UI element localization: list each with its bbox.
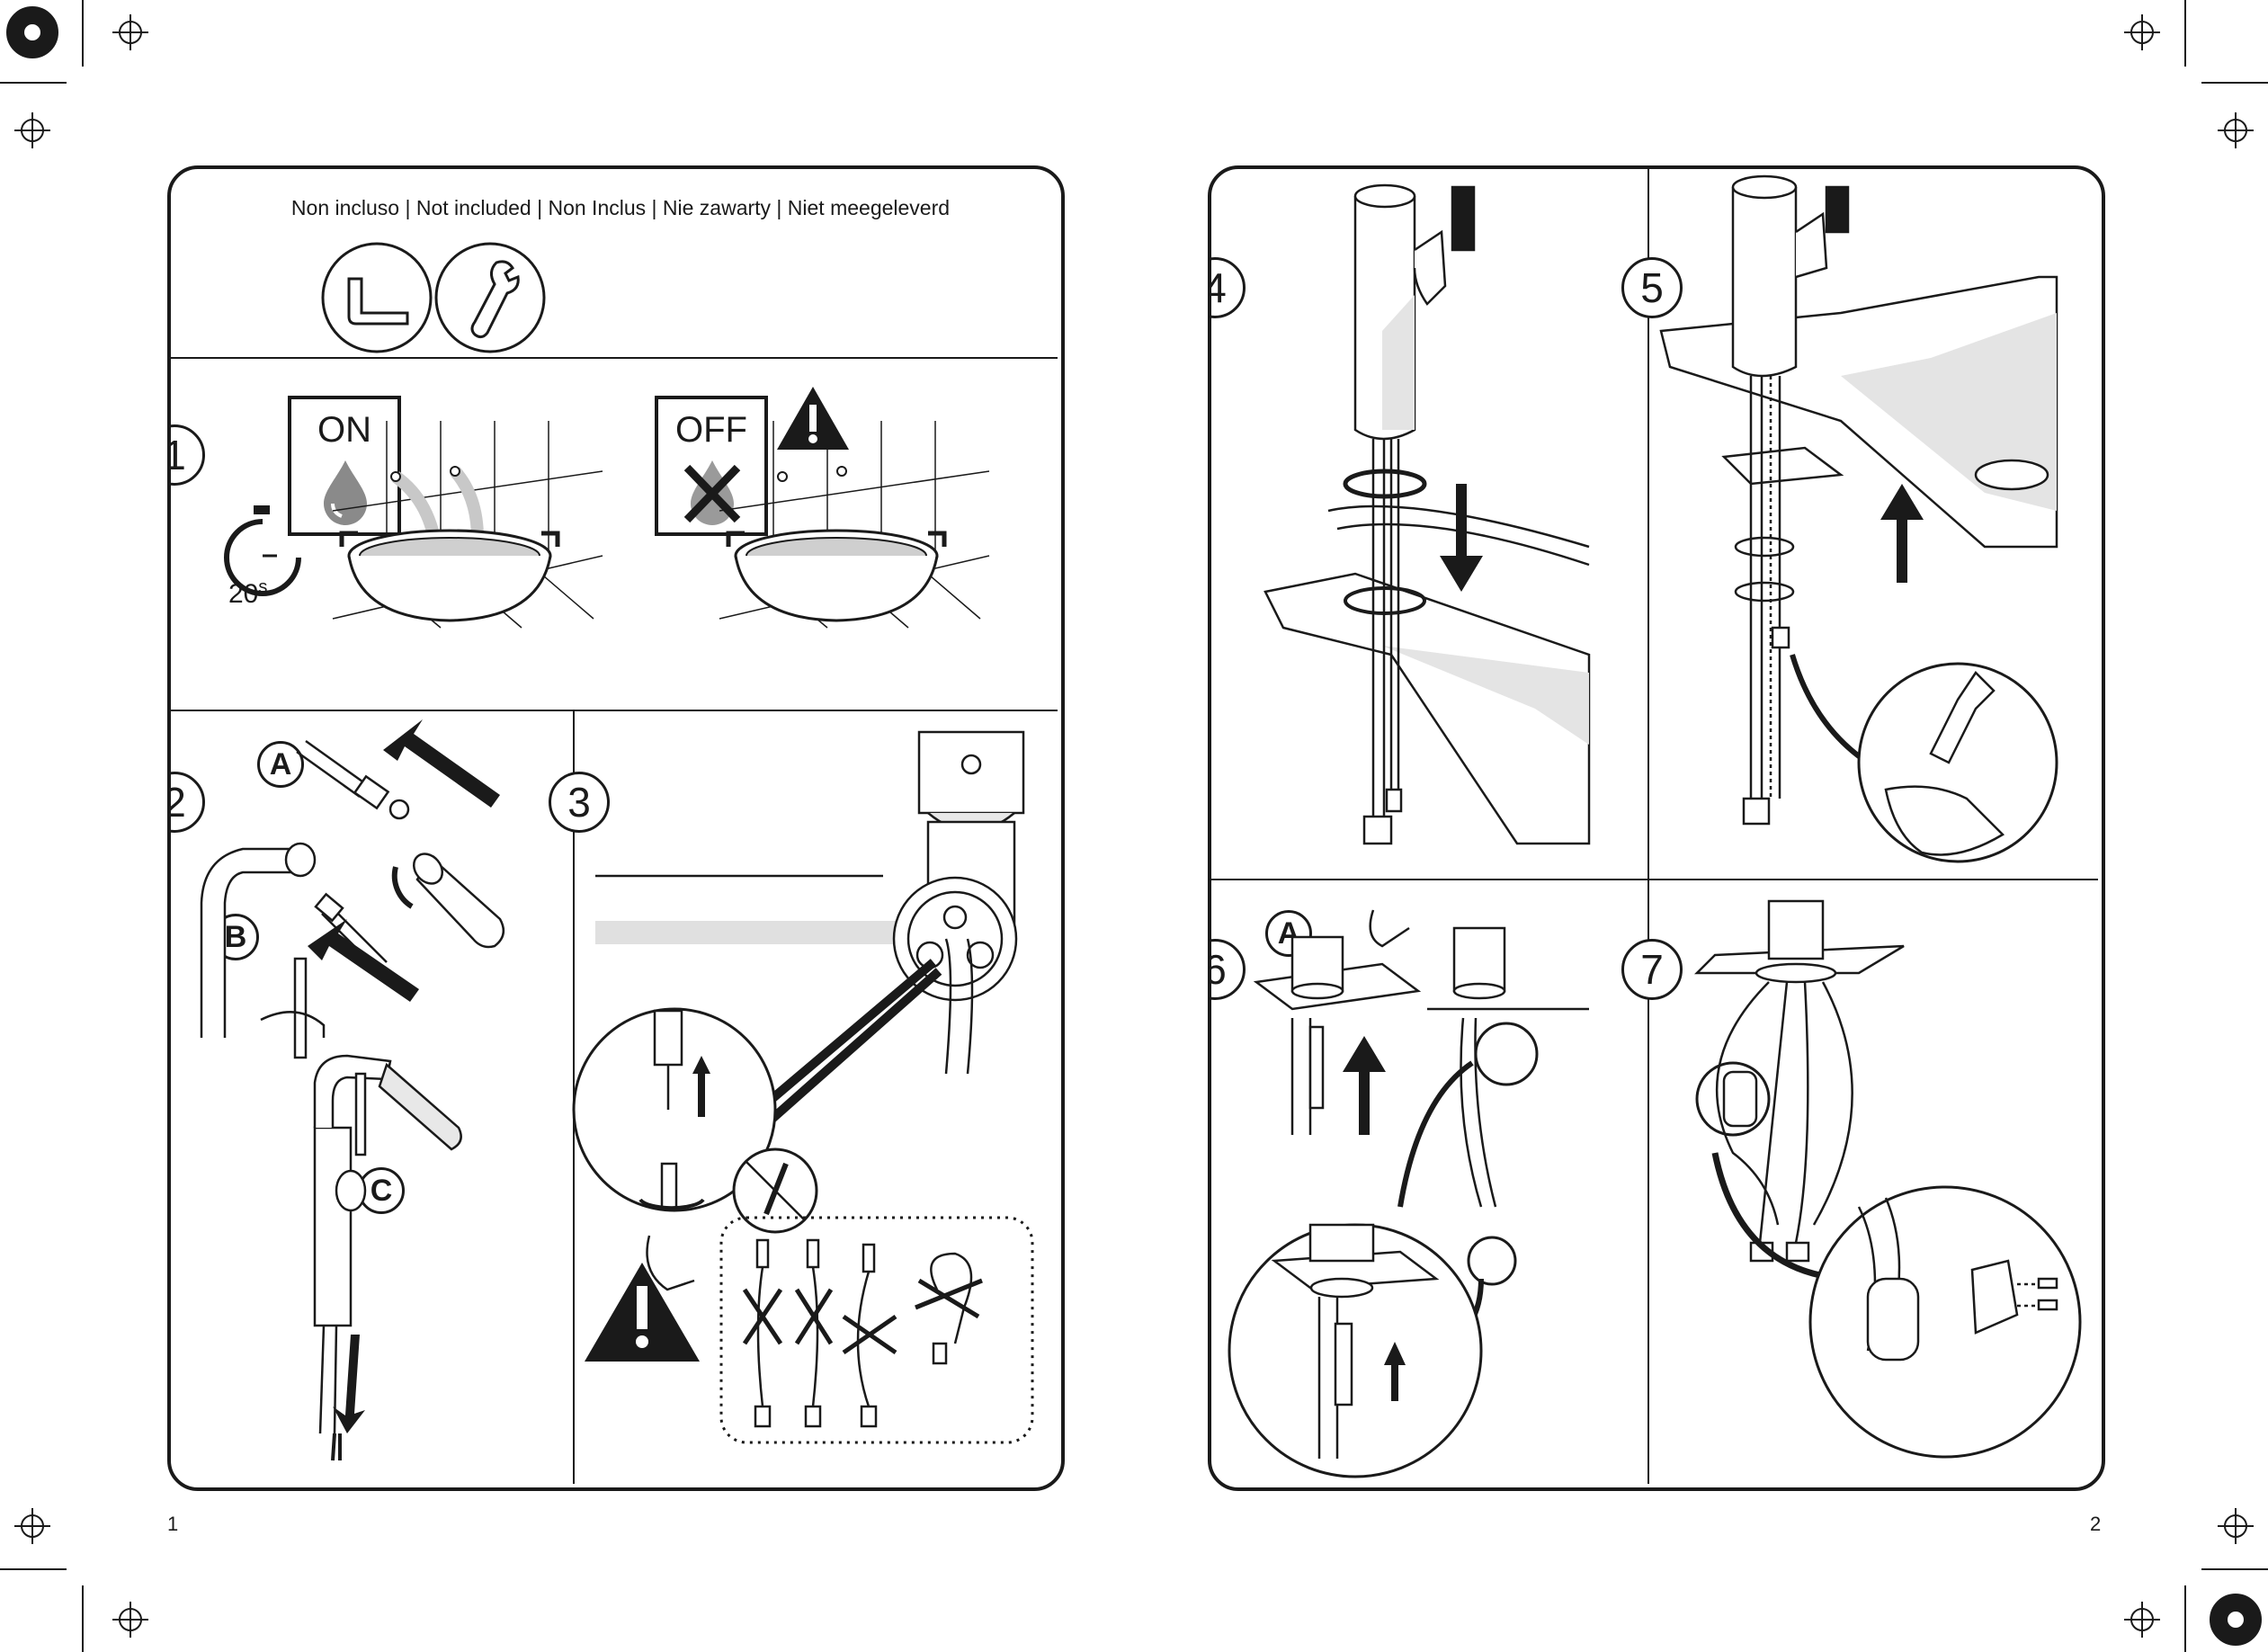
timer-icon <box>224 505 301 596</box>
no-water-icon <box>683 460 741 525</box>
hose-push-illustration <box>1228 909 1589 1478</box>
timer-value: 20s <box>228 577 267 610</box>
step-number-3: 3 <box>549 772 610 833</box>
on-label: ON <box>317 410 371 450</box>
off-sign: OFF <box>655 396 768 536</box>
hose-attach-illustration <box>200 719 505 1461</box>
wrench-icon <box>434 242 546 353</box>
page-number-right: 2 <box>2090 1513 2102 1535</box>
sub-label-2a: A <box>257 741 304 788</box>
off-label: OFF <box>675 410 747 450</box>
on-sign: ON <box>288 396 401 536</box>
timer-seconds: 20 <box>228 579 259 609</box>
step-number-7: 7 <box>1621 939 1683 1000</box>
right-instruction-panel: 4 5 <box>1208 165 2105 1491</box>
timer-unit: s <box>258 577 268 597</box>
tap-fixing-illustration <box>1659 174 2058 863</box>
left-instruction-panel: Non incluso | Not included | Non Inclus … <box>167 165 1065 1491</box>
tap-running-basin-illustration <box>332 421 603 629</box>
warning-icon <box>777 387 849 450</box>
hex-key-icon <box>321 242 433 353</box>
tap-insert-illustration <box>1263 183 1591 845</box>
tap-off-basin-illustration <box>719 421 990 629</box>
tools-caption: Non incluso | Not included | Non Inclus … <box>290 196 951 219</box>
panel-dividers-right <box>1211 169 2098 1484</box>
hose-connection-illustration <box>572 730 1034 1444</box>
page-number-left: 1 <box>167 1513 179 1535</box>
step-number-5: 5 <box>1621 257 1683 318</box>
water-drop-icon <box>324 460 367 525</box>
hose-clip-illustration <box>1693 899 2082 1459</box>
